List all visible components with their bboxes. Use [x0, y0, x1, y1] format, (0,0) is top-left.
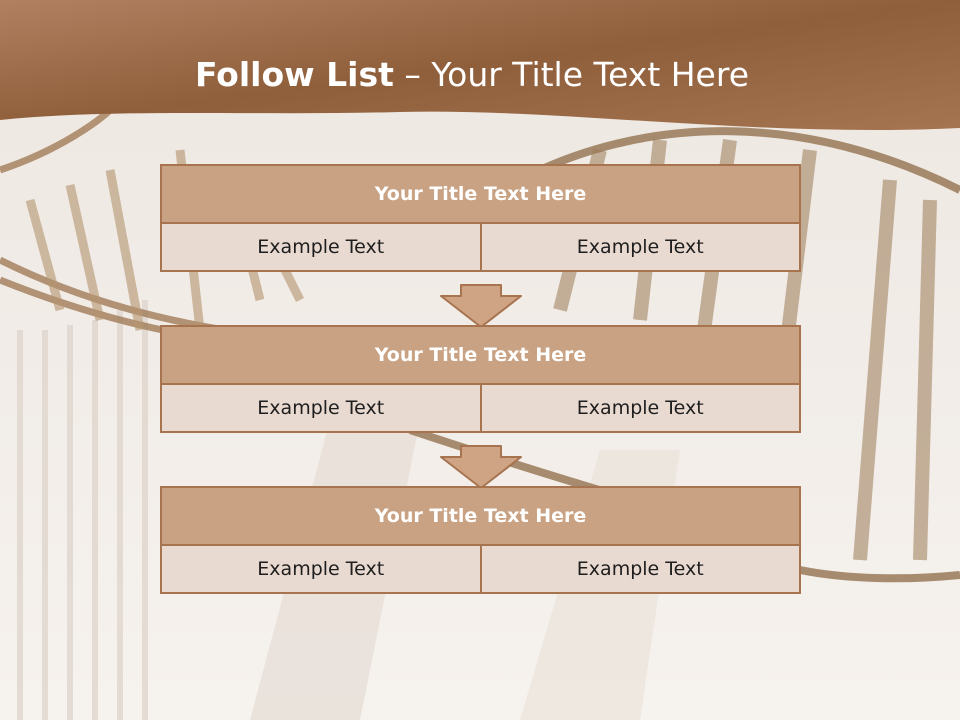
slide-title: Follow List – Your Title Text Here — [0, 52, 944, 98]
block-2-row: Example Text Example Text — [162, 385, 799, 431]
down-arrow-icon — [440, 445, 522, 489]
block-1-cell-right: Example Text — [479, 224, 799, 270]
block-2-title: Your Title Text Here — [162, 327, 799, 385]
list-block-1: Your Title Text Here Example Text Exampl… — [160, 164, 801, 272]
block-3-cell-left: Example Text — [162, 546, 480, 592]
block-1-title: Your Title Text Here — [162, 166, 799, 224]
list-block-3: Your Title Text Here Example Text Exampl… — [160, 486, 801, 594]
block-2-cell-right: Example Text — [479, 385, 799, 431]
list-block-2: Your Title Text Here Example Text Exampl… — [160, 325, 801, 433]
title-bold-text: Follow List — [194, 55, 394, 94]
title-separator-text: – Your Title Text Here — [404, 55, 750, 94]
down-arrow-icon — [440, 284, 522, 328]
block-3-cell-right: Example Text — [479, 546, 799, 592]
block-2-cell-left: Example Text — [162, 385, 480, 431]
block-1-cell-left: Example Text — [162, 224, 480, 270]
block-3-title: Your Title Text Here — [162, 488, 799, 546]
block-3-row: Example Text Example Text — [162, 546, 799, 592]
block-1-row: Example Text Example Text — [162, 224, 799, 270]
